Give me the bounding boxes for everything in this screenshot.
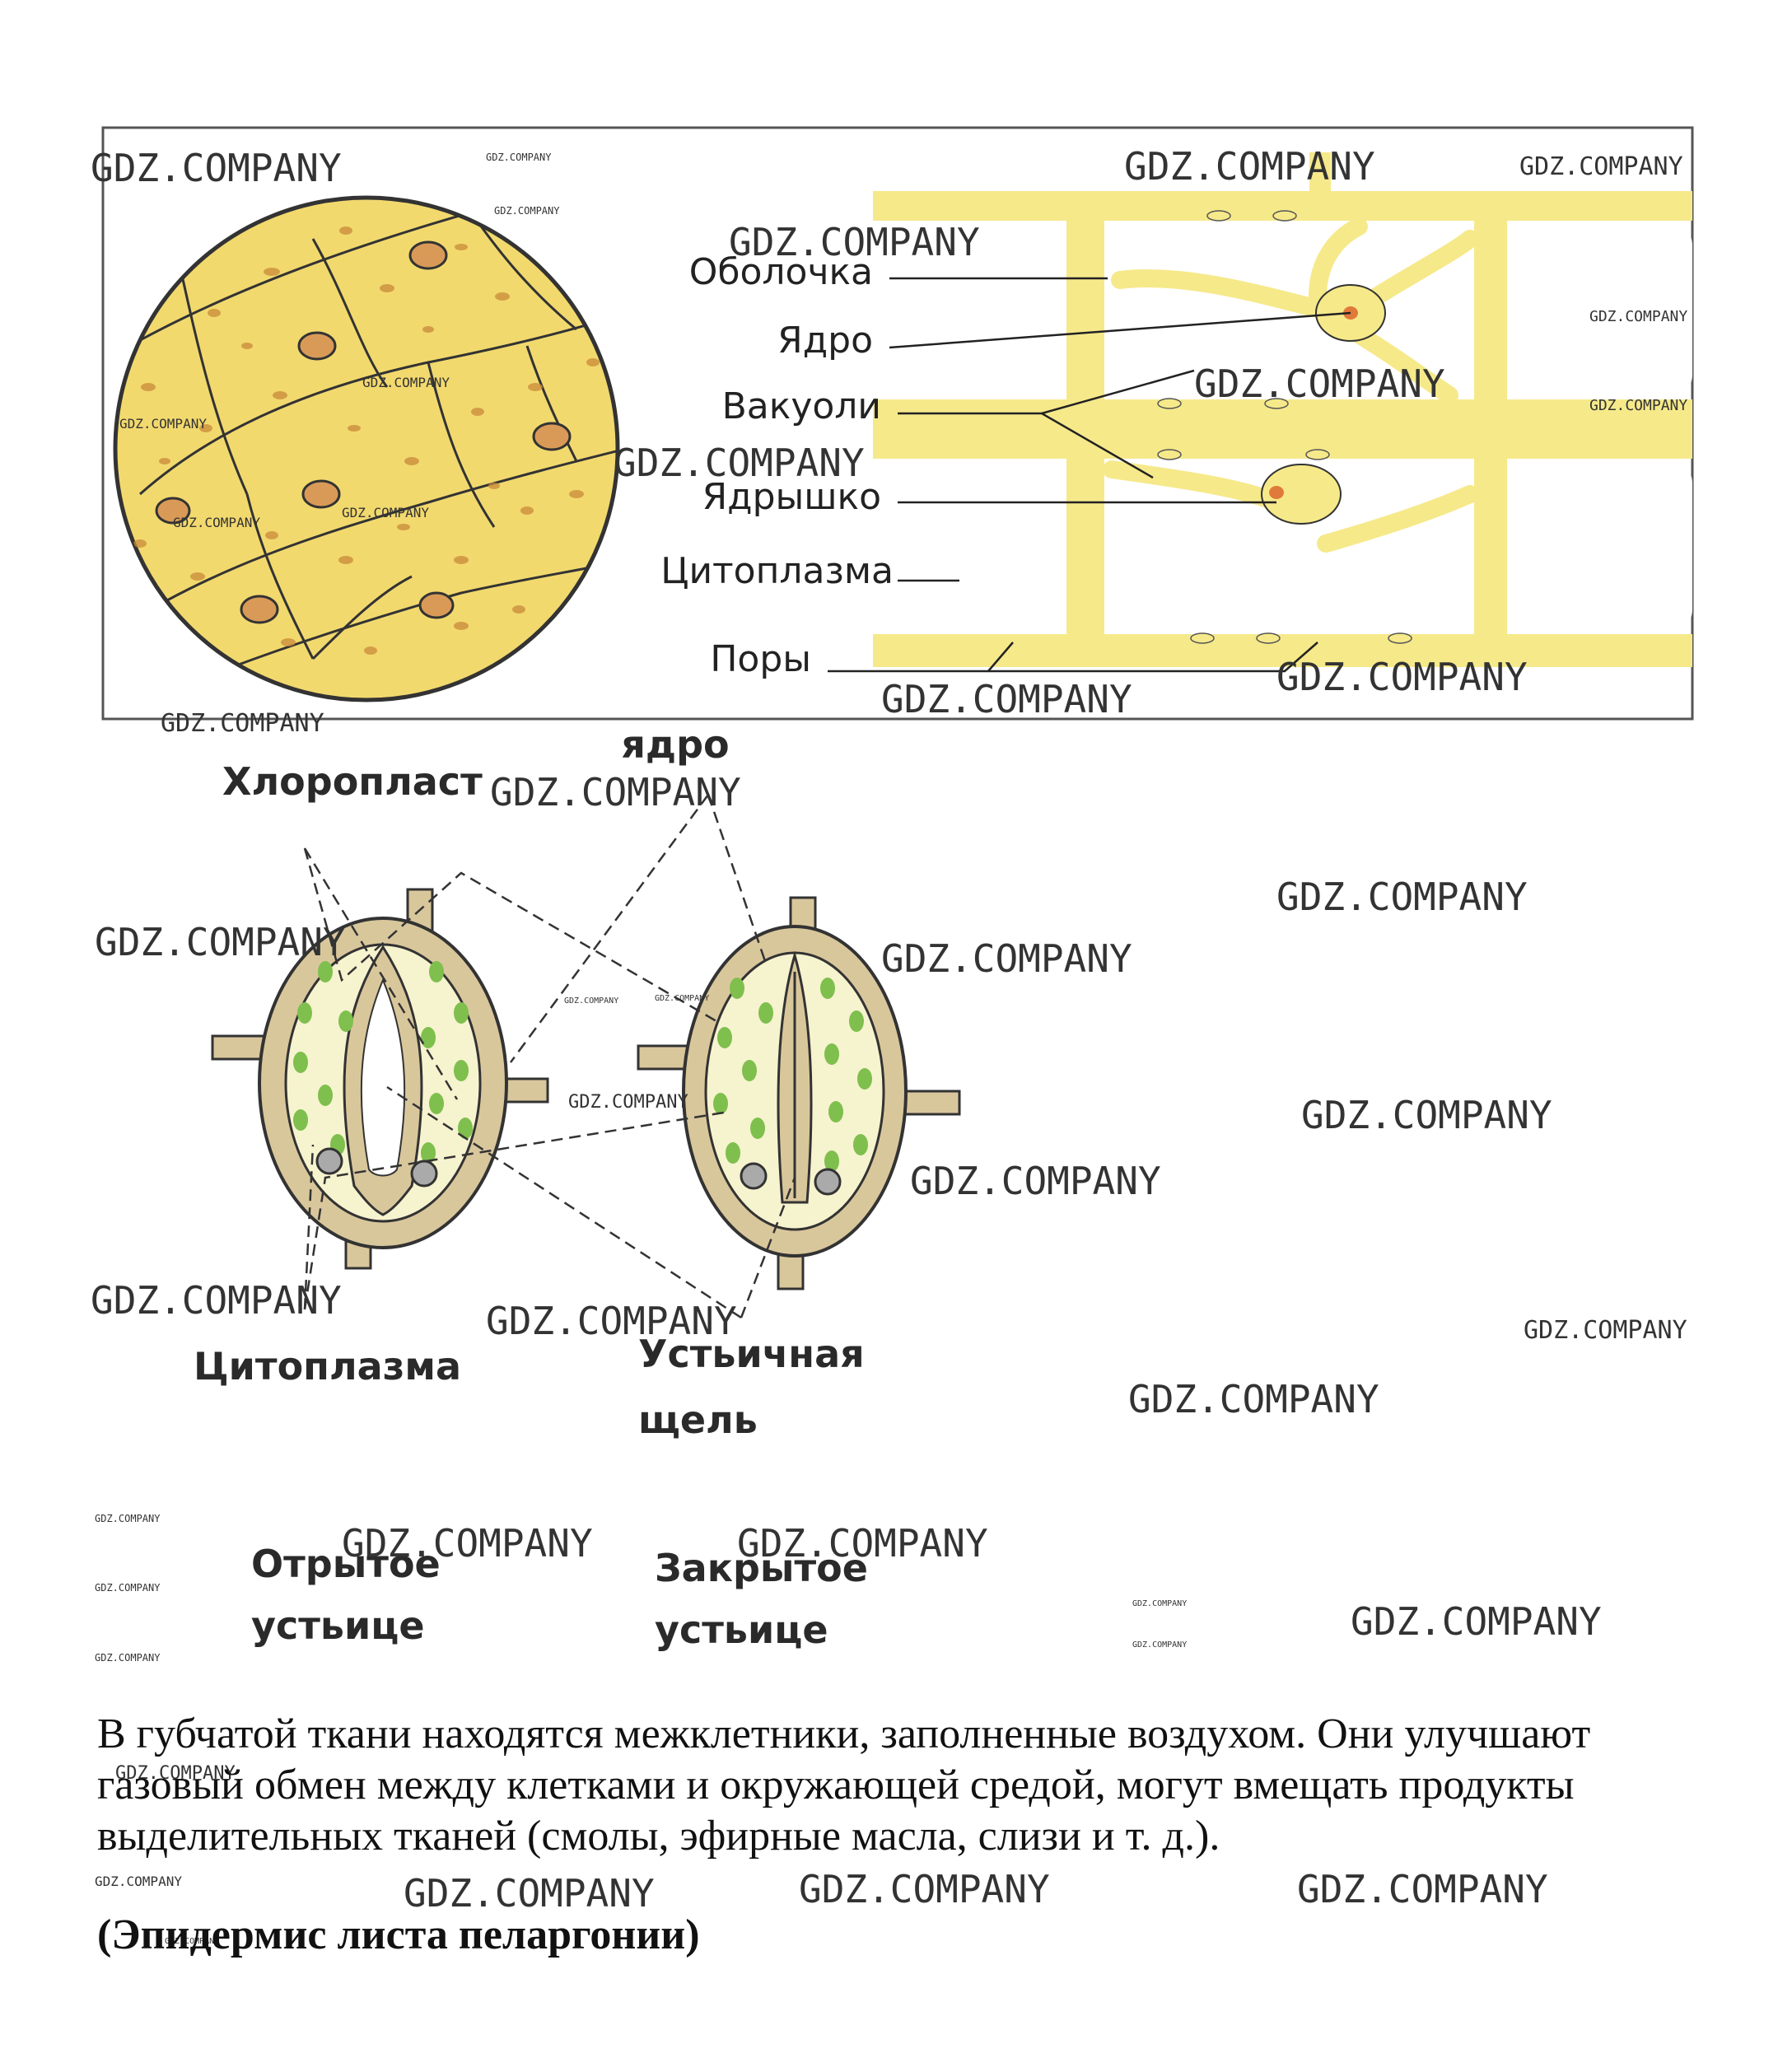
watermark: GDZ.COMPANY: [494, 205, 560, 217]
watermark: GDZ.COMPANY: [881, 677, 1132, 721]
caption-closed-line2: устьице: [655, 1608, 828, 1652]
leader-lines: [828, 277, 1351, 673]
label-chloroplast: Хлоропласт: [222, 759, 483, 804]
watermark: GDZ.COMPANY: [95, 1652, 161, 1664]
watermark: GDZ.COMPANY: [161, 709, 324, 738]
cell-detail-drawing: [873, 152, 1692, 667]
watermark: GDZ.COMPANY: [119, 416, 207, 432]
watermark: GDZ.COMPANY: [910, 1159, 1161, 1203]
watermark: GDZ.COMPANY: [1589, 308, 1687, 325]
watermark: GDZ.COMPANY: [362, 375, 450, 390]
closed-stoma: [637, 896, 961, 1290]
nucleus-lower: [1261, 464, 1342, 525]
watermark: GDZ.COMPANY: [165, 1937, 219, 1946]
caption-closed-line1: Закрытое: [655, 1546, 868, 1590]
watermark: GDZ.COMPANY: [173, 515, 260, 530]
watermarks: GDZ.COMPANY GDZ.COMPANY GDZ.COMPANY GDZ.…: [91, 144, 1687, 1946]
watermark: GDZ.COMPANY: [95, 920, 346, 964]
watermark: GDZ.COMPANY: [95, 1874, 182, 1889]
watermark: GDZ.COMPANY: [1301, 1093, 1552, 1137]
watermark: GDZ.COMPANY: [1128, 1377, 1379, 1421]
caption-open-line1: Отрытое: [251, 1542, 441, 1586]
label-pores: Поры: [710, 638, 811, 680]
watermark: GDZ.COMPANY: [799, 1867, 1050, 1911]
watermark: GDZ.COMPANY: [342, 505, 429, 520]
watermark: GDZ.COMPANY: [1589, 397, 1687, 414]
watermark: GDZ.COMPANY: [404, 1871, 655, 1916]
caption-open-line2: устьице: [251, 1603, 425, 1648]
watermark: GDZ.COMPANY: [614, 441, 865, 485]
label-slit-line2: щель: [638, 1398, 758, 1442]
label-cytoplasm: Цитоплазма: [660, 550, 894, 592]
watermark: GDZ.COMPANY: [1132, 1599, 1187, 1608]
watermark: GDZ.COMPANY: [1194, 362, 1445, 406]
label-nucleus-stoma: ядро: [621, 722, 729, 767]
watermark: GDZ.COMPANY: [486, 1299, 737, 1343]
watermark: GDZ.COMPANY: [91, 146, 342, 190]
stomata-leader-lines: [303, 794, 796, 1319]
label-wall: Оболочка: [689, 251, 873, 293]
watermark: GDZ.COMPANY: [729, 220, 980, 264]
watermark: GDZ.COMPANY: [737, 1521, 988, 1566]
watermark: GDZ.COMPANY: [655, 994, 709, 1003]
open-stoma: [211, 888, 549, 1270]
watermark: GDZ.COMPANY: [564, 996, 618, 1006]
watermark: GDZ.COMPANY: [1524, 1316, 1687, 1345]
label-slit-line1: Устьичная: [638, 1332, 865, 1376]
description-paragraph: В губчатой ткани находятся межклетники, …: [97, 1710, 1591, 1860]
watermark: GDZ.COMPANY: [1276, 655, 1528, 699]
label-vacuoles: Вакуоли: [722, 385, 881, 427]
label-nucleus: Ядро: [777, 320, 873, 362]
watermark: GDZ.COMPANY: [342, 1521, 593, 1566]
watermark: GDZ.COMPANY: [1124, 144, 1375, 189]
watermark: GDZ.COMPANY: [95, 1513, 161, 1524]
cell-labels: Оболочка Ядро Вакуоли Ядрышко Цитоплазма…: [660, 251, 894, 680]
watermark: GDZ.COMPANY: [1297, 1867, 1548, 1911]
watermark: GDZ.COMPANY: [568, 1092, 688, 1113]
watermark: GDZ.COMPANY: [115, 1763, 236, 1784]
watermark: GDZ.COMPANY: [91, 1278, 342, 1323]
watermark: GDZ.COMPANY: [881, 936, 1132, 981]
watermark: GDZ.COMPANY: [1351, 1599, 1602, 1644]
cell-figure: Оболочка Ядро Вакуоли Ядрышко Цитоплазма…: [101, 126, 1694, 721]
label-nucleolus: Ядрышко: [702, 476, 881, 518]
watermark: GDZ.COMPANY: [1276, 875, 1528, 919]
label-cytoplasm-stoma: Цитоплазма: [194, 1344, 461, 1388]
watermark: GDZ.COMPANY: [1132, 1640, 1187, 1650]
watermark: GDZ.COMPANY: [95, 1582, 161, 1594]
watermark: GDZ.COMPANY: [490, 770, 741, 814]
microscope-view: [113, 195, 620, 702]
watermark: GDZ.COMPANY: [1519, 152, 1683, 181]
figure-caption: (Эпидермис листа пеларгонии): [97, 1911, 700, 1958]
watermark: GDZ.COMPANY: [486, 152, 552, 163]
stomata-figure: ядро Хлоропласт Цитоплазма Устьичная щел…: [194, 722, 961, 1652]
